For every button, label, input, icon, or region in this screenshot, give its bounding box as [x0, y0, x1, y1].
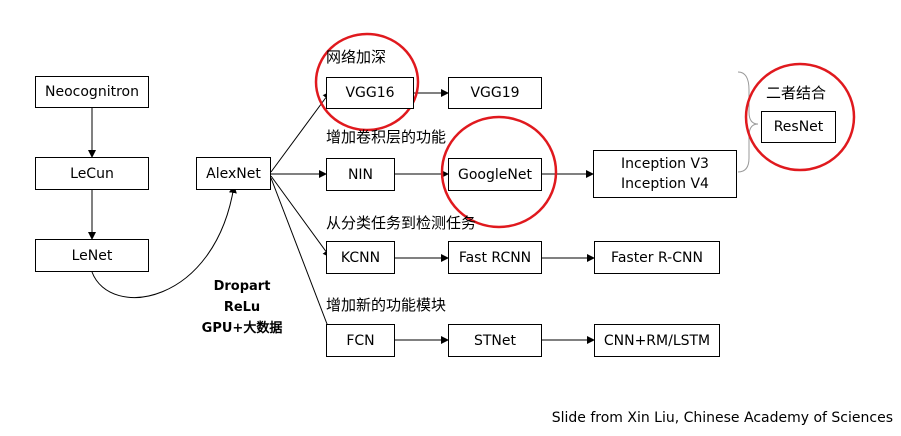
node-label: LeCun	[70, 165, 114, 182]
node-inception: Inception V3 Inception V4	[593, 150, 737, 198]
factor-dropout: Dropart	[213, 279, 271, 294]
node-lecun: LeCun	[35, 157, 149, 190]
node-resnet: ResNet	[761, 111, 836, 143]
node-lenet: LeNet	[35, 239, 149, 272]
node-vgg16: VGG16	[326, 77, 414, 109]
node-label: ResNet	[773, 119, 824, 135]
label-deeper-network: 网络加深	[326, 48, 387, 66]
label-new-function-module: 增加新的功能模块	[326, 296, 447, 314]
node-label-inception-v3: Inception V3	[621, 156, 709, 172]
node-label: NIN	[347, 166, 374, 183]
node-nin: NIN	[326, 158, 395, 191]
node-fast-rcnn: Fast RCNN	[448, 241, 542, 274]
highlight-circle-vgg16	[314, 32, 420, 132]
node-faster-rcnn: Faster R-CNN	[594, 241, 720, 274]
node-label: LeNet	[71, 247, 113, 264]
node-label: Faster R-CNN	[611, 249, 703, 266]
label-combination: 二者结合	[766, 84, 827, 102]
node-label: AlexNet	[206, 165, 261, 182]
node-label: VGG19	[470, 85, 520, 101]
factor-gpu-bigdata: GPU+大数据	[201, 321, 283, 336]
node-label: CNN+RM/LSTM	[603, 332, 711, 349]
node-googlenet: GoogleNet	[448, 158, 542, 191]
arrow-alexnet-vgg16	[270, 91, 331, 173]
node-kcnn: KCNN	[326, 241, 395, 274]
highlight-circle-googlenet	[440, 115, 558, 229]
node-label-inception-v4: Inception V4	[621, 176, 709, 192]
label-enhance-conv-layer: 增加卷积层的功能	[326, 128, 447, 146]
node-label: Fast RCNN	[458, 249, 532, 266]
factor-relu: ReLu	[223, 300, 261, 315]
node-alexnet: AlexNet	[196, 157, 271, 190]
node-label: KCNN	[340, 249, 381, 266]
arrow-lenet-alexnet	[91, 185, 237, 298]
alexnet-factors: Dropart ReLu GPU+大数据	[182, 276, 302, 339]
footer-credit: Slide from Xin Liu, Chinese Academy of S…	[551, 410, 893, 426]
node-label: Neocognitron	[45, 84, 139, 100]
node-stnet: STNet	[448, 324, 542, 357]
node-neocognitron: Neocognitron	[35, 76, 149, 108]
node-fcn: FCN	[326, 324, 395, 357]
node-label: FCN	[346, 332, 375, 349]
node-label: GoogleNet	[458, 166, 532, 183]
arrow-alexnet-kcnn	[270, 175, 331, 258]
node-cnn-rm-lstm: CNN+RM/LSTM	[594, 324, 720, 357]
brace-bracket	[737, 71, 759, 173]
arrow-alexnet-fcn	[270, 177, 334, 338]
node-label: STNet	[473, 332, 516, 349]
highlight-circle-resnet	[744, 62, 856, 172]
node-vgg19: VGG19	[448, 77, 542, 109]
label-classification-to-detection: 从分类任务到检测任务	[326, 214, 477, 232]
node-label: VGG16	[345, 85, 395, 101]
